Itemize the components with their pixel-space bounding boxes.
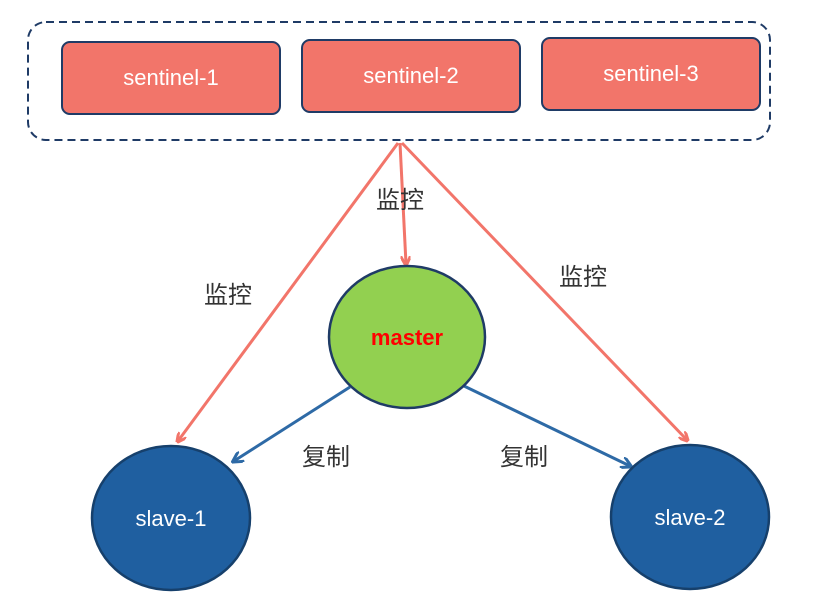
replicate-label-left: 复制 (302, 443, 350, 471)
replicate-arrow-right (463, 384, 630, 466)
sentinel-1-node[interactable]: sentinel-1 (61, 41, 281, 115)
sentinel-3-node[interactable]: sentinel-3 (541, 37, 761, 111)
sentinel-2-node[interactable]: sentinel-2 (301, 39, 521, 113)
monitor-arrow-left (178, 142, 400, 441)
monitor-label-right: 监控 (559, 263, 607, 291)
slave-2-node[interactable]: slave-2 (609, 443, 771, 591)
replicate-label-right: 复制 (500, 443, 548, 471)
slave-2-label: slave-2 (655, 505, 726, 530)
slave-1-node[interactable]: slave-1 (90, 444, 252, 592)
sentinel-3-label: sentinel-3 (603, 61, 698, 86)
monitor-arrow-right (400, 141, 687, 440)
monitor-label-center: 监控 (376, 186, 424, 214)
sentinel-group-border (27, 21, 771, 141)
master-node[interactable]: master (327, 264, 487, 410)
sentinel-2-label: sentinel-2 (363, 63, 458, 88)
slave-1-label: slave-1 (136, 506, 207, 531)
replicate-arrow-left (234, 385, 351, 461)
monitor-arrow-center (398, 142, 406, 264)
monitor-label-left: 监控 (204, 281, 252, 309)
master-label: master (371, 325, 444, 350)
sentinel-1-label: sentinel-1 (123, 65, 218, 90)
